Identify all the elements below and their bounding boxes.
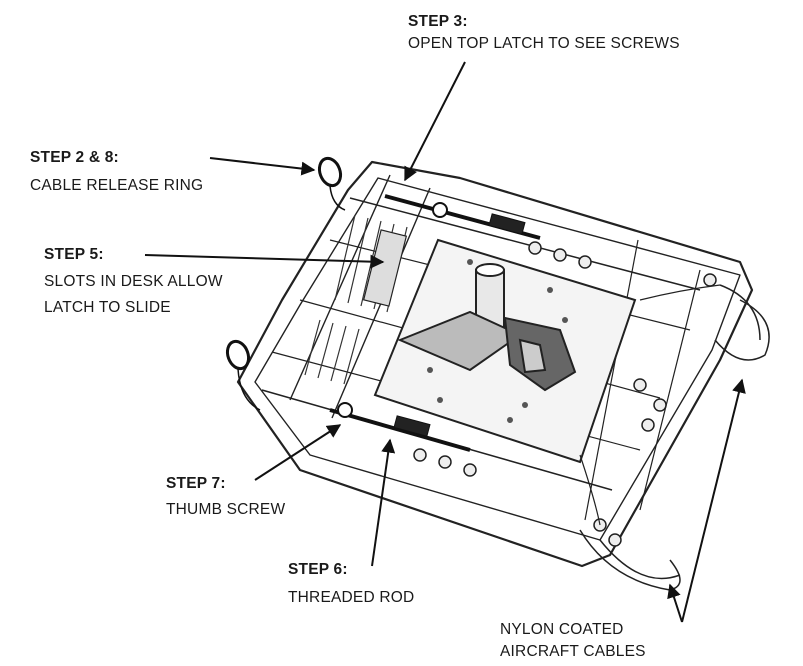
step6-title: STEP 6: xyxy=(288,561,348,578)
step6-text: THREADED ROD xyxy=(288,589,415,606)
arrow-cable-2 xyxy=(667,583,683,623)
leader-arrows xyxy=(144,61,746,623)
arrow-step3 xyxy=(404,61,466,182)
threaded-rods xyxy=(329,194,541,452)
cables-text-line2: AIRCRAFT CABLES xyxy=(500,643,646,660)
arrow-step5 xyxy=(144,254,385,269)
aircraft-cables xyxy=(579,284,770,591)
corner-knobs xyxy=(413,241,717,547)
step5-text-line1: SLOTS IN DESK ALLOW xyxy=(44,273,223,290)
step2-8-title: STEP 2 & 8: xyxy=(30,149,119,166)
step5-title: STEP 5: xyxy=(44,246,104,263)
step3-text: OPEN TOP LATCH TO SEE SCREWS xyxy=(408,35,680,52)
step7-text: THUMB SCREW xyxy=(166,501,286,518)
mount-plate xyxy=(373,238,637,464)
step5-text-line2: LATCH TO SLIDE xyxy=(44,299,171,316)
step7-title: STEP 7: xyxy=(166,475,226,492)
step2-8-text: CABLE RELEASE RING xyxy=(30,177,204,194)
arrow-step2-8 xyxy=(209,157,316,176)
arrow-step7 xyxy=(254,424,342,481)
arrow-step6 xyxy=(371,438,396,567)
step3-title: STEP 3: xyxy=(408,13,468,30)
cable-release-ring-icon xyxy=(225,156,346,411)
cables-text-line1: NYLON COATED xyxy=(500,621,624,638)
swivel-post xyxy=(397,263,577,392)
arrow-cable-1 xyxy=(681,378,746,623)
